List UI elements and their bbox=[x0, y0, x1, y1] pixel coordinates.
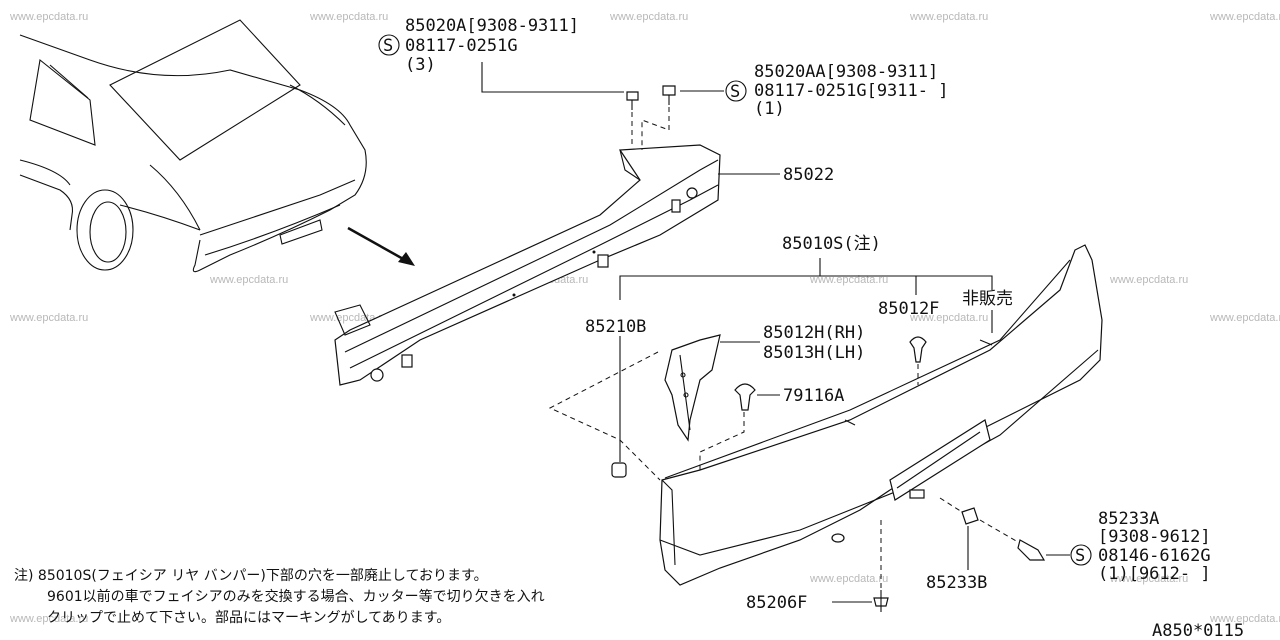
date-range-label: [9308-9612] bbox=[1098, 527, 1211, 547]
watermark: www.epcdata.ru bbox=[1209, 11, 1280, 23]
part-08117-0251G-label: 08117-0251G bbox=[405, 36, 518, 56]
screw-symbol: S bbox=[725, 80, 747, 102]
watermark: www.epcdata.ru bbox=[9, 312, 88, 324]
watermark: www.epcdata.ru bbox=[1109, 573, 1188, 585]
watermark: www.epcdata.ru bbox=[9, 11, 88, 23]
part-85012F-label: 85012F bbox=[878, 299, 939, 319]
quantity-label: (3) bbox=[405, 55, 436, 75]
figure-code: A850*0115 bbox=[1152, 621, 1244, 640]
watermark: www.epcdata.ru bbox=[609, 11, 688, 23]
watermark: www.epcdata.ru bbox=[9, 613, 88, 625]
leader-line bbox=[619, 275, 993, 300]
part-08146-6162G-label: 08146-6162G bbox=[1098, 546, 1211, 566]
watermark: www.epcdata.ru bbox=[809, 274, 888, 286]
quantity-label: (1) bbox=[754, 99, 785, 119]
car-rear-illustration bbox=[19, 19, 367, 273]
svg-text:S: S bbox=[730, 82, 740, 102]
fastener-guide bbox=[699, 412, 745, 470]
fastener-guide bbox=[641, 107, 670, 150]
part-08117-0251G-label: 08117-0251G[9311- ] bbox=[754, 81, 948, 101]
screw-symbol: S bbox=[1070, 544, 1092, 566]
fastener-guide bbox=[939, 497, 963, 513]
part-85010S-label: 85010S(注) bbox=[782, 234, 881, 254]
direction-arrow bbox=[347, 226, 415, 266]
watermark: www.epcdata.ru bbox=[909, 11, 988, 23]
screw-icon bbox=[1017, 539, 1046, 561]
clip-icon bbox=[873, 590, 889, 612]
watermark: www.epcdata.ru bbox=[809, 573, 888, 585]
fastener-guide bbox=[979, 519, 1019, 543]
watermark: www.epcdata.ru bbox=[1209, 613, 1280, 625]
part-85020A-label: 85020A[9308-9311] bbox=[405, 16, 579, 36]
part-85233B-label: 85233B bbox=[926, 573, 987, 593]
part-85210B-label: 85210B bbox=[585, 317, 646, 337]
clip-icon bbox=[611, 462, 627, 478]
bolt-icon bbox=[626, 85, 676, 110]
quantity-label: (1)[9612- ] bbox=[1098, 564, 1211, 584]
part-85020AA-label: 85020AA[9308-9311] bbox=[754, 62, 938, 82]
part-79116A-label: 79116A bbox=[783, 386, 844, 406]
push-clip-icon bbox=[734, 383, 756, 411]
fastener-guide bbox=[548, 351, 661, 481]
clip-icon bbox=[961, 507, 979, 525]
bumper-reinforcement bbox=[334, 144, 721, 386]
note-line: 9601以前の車でフェイシアのみを交換する場合、カッター等で切り欠きを入れ bbox=[47, 588, 545, 605]
note-line: クリップで止めて下さい。部品にはマーキングがしてあります。 bbox=[47, 610, 450, 626]
note-line: 注) 85010S(フェイシア リヤ バンパー)下部の穴を一部廃止しております。 bbox=[14, 567, 488, 584]
svg-text:S: S bbox=[1075, 546, 1085, 566]
watermark: www.epcdata.ru bbox=[909, 312, 988, 324]
screw-symbol: S bbox=[378, 34, 400, 56]
watermark: www.epcdata.ru bbox=[209, 274, 288, 286]
not-sold-label: 非販売 bbox=[962, 289, 1013, 309]
leader-line bbox=[481, 62, 624, 93]
part-85233A-label: 85233A bbox=[1098, 509, 1159, 529]
side-bracket bbox=[664, 334, 721, 442]
watermark: www.epcdata.ru bbox=[1109, 274, 1188, 286]
watermark: www.epcdata.ru bbox=[1209, 312, 1280, 324]
svg-text:S: S bbox=[383, 36, 393, 56]
watermark: www.epcdata.ru bbox=[309, 11, 388, 23]
part-85012H-label: 85012H(RH) bbox=[763, 323, 865, 343]
part-85206F-label: 85206F bbox=[746, 593, 807, 613]
rear-bumper-fascia bbox=[659, 244, 1103, 586]
part-85013H-label: 85013H(LH) bbox=[763, 343, 865, 363]
part-85022-label: 85022 bbox=[783, 165, 834, 185]
push-clip-icon bbox=[909, 336, 927, 363]
